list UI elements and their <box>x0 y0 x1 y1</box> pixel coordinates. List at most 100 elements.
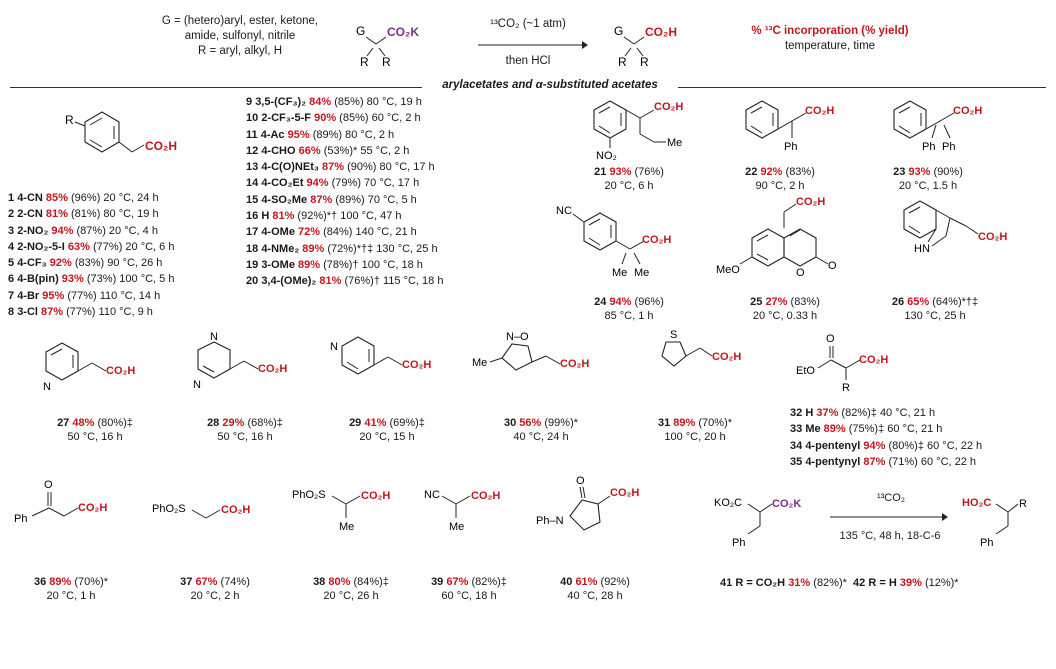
svg-text:NC: NC <box>424 489 440 501</box>
svg-text:CO₂H: CO₂H <box>560 358 589 370</box>
g-def-line-2: amide, sulfonyl, nitrile <box>184 30 296 42</box>
sm-co2k: CO₂K <box>387 25 419 39</box>
structure-23: CO₂H Ph Ph <box>893 100 982 153</box>
svg-text:N–O: N–O <box>506 331 529 343</box>
structure-27: N CO₂H <box>43 342 135 393</box>
malonate-prod-structure: HO₂C R Ph <box>962 497 1027 549</box>
caption-30: 30 56% (99%)* 40 °C, 24 h <box>503 417 579 443</box>
list-item: 19 3-OMe 89% (78%)† 100 °C, 18 h <box>246 258 423 271</box>
sm-g: G <box>356 24 365 38</box>
svg-text:CO₂H: CO₂H <box>361 490 390 502</box>
list-item: 35 4-pentynyl 87% (71%) 60 °C, 22 h <box>790 455 977 468</box>
svg-text:NC: NC <box>556 205 572 217</box>
structure-28: N N CO₂H <box>193 331 287 391</box>
list-item: 5 4-CF₃ 92% (83%) 90 °C, 26 h <box>8 257 163 270</box>
svg-text:CO₂H: CO₂H <box>471 490 500 502</box>
svg-text:Me: Me <box>339 521 354 533</box>
svg-text:Ph: Ph <box>980 537 993 549</box>
caption-40: 40 61% (92%) 40 °C, 28 h <box>560 576 630 602</box>
list-item: 9 3,5-(CF₃)₂ 84% (85%) 80 °C, 19 h <box>246 96 422 108</box>
g-def-line-1: G = (hetero)aryl, ester, ketone, <box>161 15 319 27</box>
list-item: 4 2-NO₂-5-I 63% (77%) 20 °C, 6 h <box>8 240 175 253</box>
caption-29: 29 41% (69%)‡ 20 °C, 15 h <box>349 417 425 443</box>
svg-text:R: R <box>842 382 850 394</box>
reaction-reagent: ¹³CO₂ (~1 atm) <box>490 18 566 30</box>
caption-39: 39 67% (82%)‡ 60 °C, 18 h <box>431 576 507 602</box>
svg-text:CO₂H: CO₂H <box>78 502 107 514</box>
section-divider-left <box>10 87 422 88</box>
svg-text:R: R <box>65 113 74 127</box>
product-structure: G R R CO₂H <box>614 24 677 69</box>
malonate-conditions: 135 °C, 48 h, 18-C-6 <box>839 530 941 542</box>
caption-23: 23 93% (90%) 20 °C, 1.5 h <box>893 166 963 192</box>
sm-r2: R <box>382 55 391 69</box>
structure-22: CO₂H Ph <box>745 100 834 153</box>
svg-text:Ph: Ph <box>784 141 797 153</box>
svg-text:CO₂H: CO₂H <box>805 105 834 117</box>
svg-text:CO₂H: CO₂H <box>145 139 177 153</box>
svg-text:MeO: MeO <box>716 264 740 276</box>
svg-text:CO₂H: CO₂H <box>402 359 431 371</box>
aryl-list-col1: 1 4-CN 85% (96%) 20 °C, 24 h 2 2-CN 81% … <box>8 190 174 320</box>
svg-text:N: N <box>210 331 218 343</box>
caption-38: 38 80% (84%)‡ 20 °C, 26 h <box>313 576 389 602</box>
list-item: 20 3,4-(OMe)₂ 81% (76%)† 115 °C, 18 h <box>246 275 444 288</box>
svg-text:CO₂K: CO₂K <box>772 498 801 510</box>
caption-25: 25 27% (83%) 20 °C, 0.33 h <box>750 296 820 322</box>
svg-text:O: O <box>796 267 805 279</box>
caption-21: 21 93% (76%) 20 °C, 6 h <box>594 166 664 192</box>
list-item: 10 2-CF₃-5-F 90% (85%) 60 °C, 2 h <box>246 112 421 125</box>
structure-29: N CO₂H <box>330 336 431 375</box>
structure-37: PhO₂S CO₂H <box>152 503 250 519</box>
sm-r1: R <box>360 55 369 69</box>
list-item: 14 4-CO₂Et 94% (79%) 70 °C, 17 h <box>246 177 420 190</box>
svg-text:CO₂H: CO₂H <box>712 351 741 363</box>
caption-22: 22 92% (83%) 90 °C, 2 h <box>745 166 815 192</box>
svg-text:N: N <box>193 379 201 391</box>
svg-text:N: N <box>330 341 338 353</box>
list-item: 34 4-pentenyl 94% (80%)‡ 60 °C, 22 h <box>790 439 983 452</box>
list-item: 1 4-CN 85% (96%) 20 °C, 24 h <box>8 192 159 204</box>
svg-text:PhO₂S: PhO₂S <box>292 489 326 501</box>
svg-text:R: R <box>618 55 627 69</box>
list-item: 32 H 37% (82%)‡ 40 °C, 21 h <box>790 407 936 419</box>
structure-21: CO₂H Me NO₂ <box>593 100 683 162</box>
list-item: 3 2-NO₂ 94% (87%) 20 °C, 4 h <box>8 224 158 237</box>
svg-text:Ph: Ph <box>732 537 745 549</box>
svg-text:Ph: Ph <box>922 141 935 153</box>
svg-text:CO₂H: CO₂H <box>978 231 1007 243</box>
svg-text:KO₂C: KO₂C <box>714 497 742 509</box>
svg-text:Me: Me <box>667 137 682 149</box>
malonate-arrow <box>830 513 948 521</box>
svg-text:EtO: EtO <box>796 365 815 377</box>
prod-co2h: CO₂H <box>645 25 677 39</box>
svg-text:Ph: Ph <box>942 141 955 153</box>
svg-text:N: N <box>43 381 51 393</box>
caption-27: 27 48% (80%)‡ 50 °C, 16 h <box>57 417 133 443</box>
svg-text:Ph–N: Ph–N <box>536 515 564 527</box>
svg-text:CO₂H: CO₂H <box>221 504 250 516</box>
svg-text:NO₂: NO₂ <box>596 150 617 162</box>
structure-25: CO₂H O O MeO <box>716 196 837 279</box>
malonate-results: 41 R = CO₂H 31% (82%)* 42 R = H 39% (12%… <box>720 577 959 589</box>
svg-text:Me: Me <box>634 267 649 279</box>
structure-30: Me N–O CO₂H <box>472 331 589 371</box>
svg-text:CO₂H: CO₂H <box>610 487 639 499</box>
reaction-then: then HCl <box>505 55 551 67</box>
svg-text:CO₂H: CO₂H <box>953 105 982 117</box>
list-item: 16 H 81% (92%)*† 100 °C, 47 h <box>246 210 402 223</box>
structure-24: NC CO₂H Me Me <box>556 205 671 279</box>
reaction-arrow <box>478 41 588 49</box>
svg-text:O: O <box>828 260 837 272</box>
g-definition: G = (hetero)aryl, ester, ketone, amide, … <box>140 14 340 59</box>
list-item: 6 4-B(pin) 93% (73%) 100 °C, 5 h <box>8 273 175 286</box>
caption-26: 26 65% (64%)*†‡ 130 °C, 25 h <box>891 296 979 322</box>
list-item: 33 Me 89% (75%)‡ 60 °C, 21 h <box>790 423 943 436</box>
svg-text:S: S <box>670 329 677 341</box>
aryl-list-col2: 9 3,5-(CF₃)₂ 84% (85%) 80 °C, 19 h 10 2-… <box>246 94 443 290</box>
structure-32-35: O EtO CO₂H R <box>796 333 888 394</box>
svg-text:G: G <box>614 24 623 38</box>
svg-text:PhO₂S: PhO₂S <box>152 503 186 515</box>
ester-list: 32 H 37% (82%)‡ 40 °C, 21 h 33 Me 89% (7… <box>790 405 982 470</box>
svg-text:CO₂H: CO₂H <box>654 101 683 113</box>
